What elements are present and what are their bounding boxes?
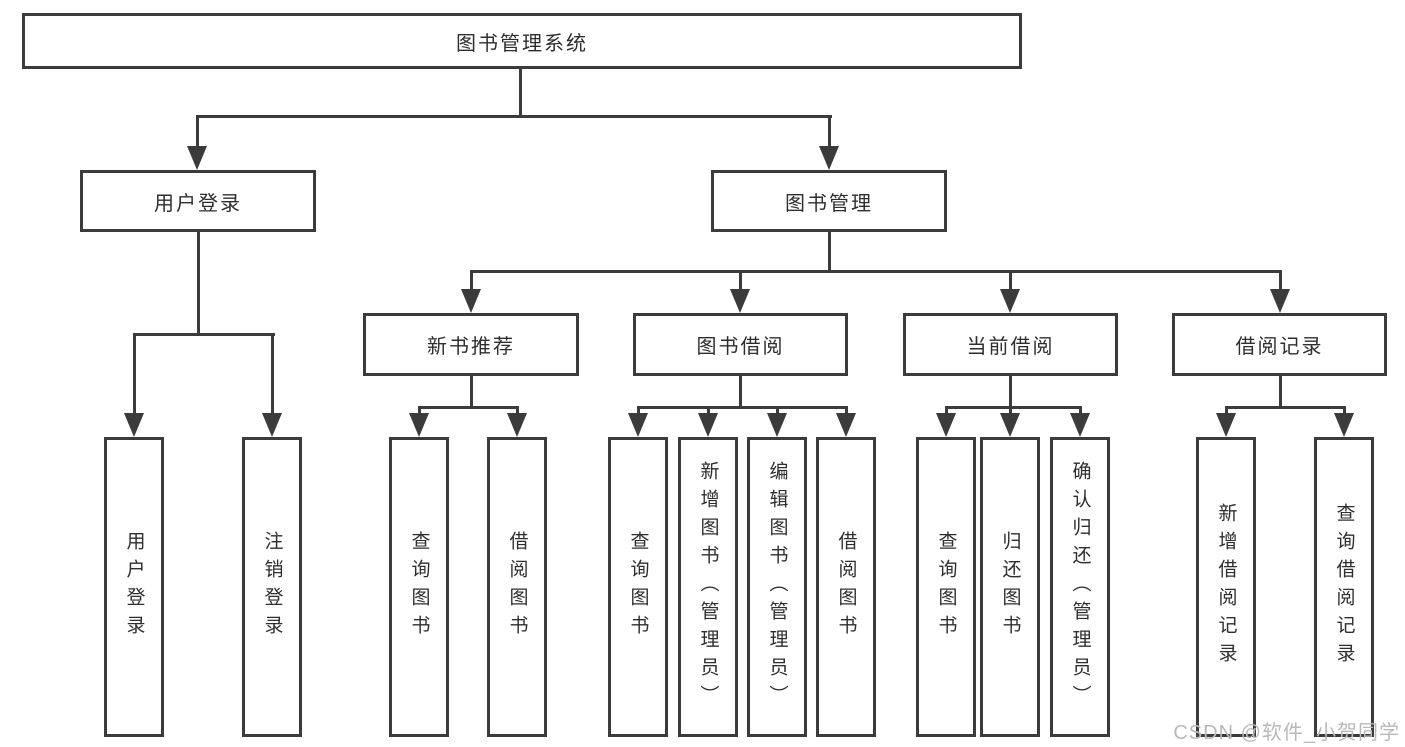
leaf-label: 确认归还（管理员） xyxy=(1069,461,1091,713)
connector-line xyxy=(470,270,1281,273)
leaf-borrow-books: 借阅图书 xyxy=(816,437,876,737)
leaf-label: 查询图书 xyxy=(408,531,430,643)
arrow-down-icon xyxy=(836,413,856,437)
leaf-label: 借阅图书 xyxy=(506,531,528,643)
arrow-down-icon xyxy=(124,413,144,437)
arrow-down-icon xyxy=(461,289,481,313)
connector-line xyxy=(945,406,948,415)
leaf-label: 注销登录 xyxy=(261,531,283,643)
arrow-down-icon xyxy=(819,146,839,170)
connector-line xyxy=(1279,270,1282,290)
leaf-label: 新增借阅记录 xyxy=(1215,503,1237,671)
arrow-down-icon xyxy=(1000,289,1020,313)
connector-line xyxy=(470,270,473,290)
connector-line xyxy=(133,333,136,413)
leaf-logout: 注销登录 xyxy=(242,437,302,737)
connector-line xyxy=(1009,406,1012,415)
connector-line xyxy=(945,406,1081,409)
arrow-down-icon xyxy=(767,413,787,437)
connector-line xyxy=(739,376,742,409)
connector-line xyxy=(776,406,779,415)
node-library-system: 图书管理系统 xyxy=(22,13,1022,69)
leaf-label: 查询图书 xyxy=(935,531,957,643)
leaf-confirm-return-admin: 确认归还（管理员） xyxy=(1050,437,1110,737)
node-user-login: 用户登录 xyxy=(80,170,316,232)
connector-line xyxy=(637,406,847,409)
node-book-management: 图书管理 xyxy=(711,170,947,232)
arrow-down-icon xyxy=(507,413,527,437)
leaf-user-login: 用户登录 xyxy=(104,437,164,737)
csdn-watermark: CSDN @软件_小贺同学 xyxy=(1173,722,1400,744)
leaf-edit-books-admin: 编辑图书（管理员） xyxy=(747,437,807,737)
connector-line xyxy=(516,406,519,415)
connector-line xyxy=(470,376,473,409)
connector-line xyxy=(418,406,519,409)
connector-line xyxy=(1079,406,1082,415)
leaf-label: 借阅图书 xyxy=(835,531,857,643)
connector-line xyxy=(1225,406,1345,409)
connector-line xyxy=(196,115,199,146)
leaf-label: 归还图书 xyxy=(999,531,1021,643)
arrow-down-icon xyxy=(936,413,956,437)
connector-line xyxy=(1009,270,1012,290)
arrow-down-icon xyxy=(1216,413,1236,437)
arrow-down-icon xyxy=(698,413,718,437)
arrow-down-icon xyxy=(409,413,429,437)
leaf-label: 查询图书 xyxy=(627,531,649,643)
connector-line xyxy=(845,406,848,415)
connector-line xyxy=(1343,406,1346,415)
leaf-label: 用户登录 xyxy=(123,531,145,643)
arrow-down-icon xyxy=(730,289,750,313)
connector-line xyxy=(271,333,274,413)
connector-line xyxy=(828,115,831,146)
leaf-label: 新增图书（管理员） xyxy=(697,461,719,713)
node-current-borrow: 当前借阅 xyxy=(903,313,1118,376)
arrow-down-icon xyxy=(1270,289,1290,313)
arrow-down-icon xyxy=(1070,413,1090,437)
node-new-book-recommend: 新书推荐 xyxy=(363,313,579,376)
leaf-add-borrow-record: 新增借阅记录 xyxy=(1196,437,1256,737)
connector-line xyxy=(197,232,200,335)
arrow-down-icon xyxy=(1000,413,1020,437)
arrow-down-icon xyxy=(187,146,207,170)
node-book-borrow: 图书借阅 xyxy=(633,313,848,376)
connector-line xyxy=(1009,376,1012,409)
leaf-add-books-admin: 新增图书（管理员） xyxy=(678,437,738,737)
connector-line xyxy=(637,406,640,415)
connector-line xyxy=(519,69,522,117)
node-borrow-records: 借阅记录 xyxy=(1172,313,1387,376)
connector-line xyxy=(828,232,831,272)
leaf-query-borrow-record: 查询借阅记录 xyxy=(1314,437,1374,737)
connector-line xyxy=(1279,376,1282,409)
leaf-borrow-books-recommend: 借阅图书 xyxy=(487,437,547,737)
leaf-query-books-recommend: 查询图书 xyxy=(389,437,449,737)
connector-line xyxy=(418,406,421,415)
connector-line xyxy=(133,333,275,336)
leaf-return-books: 归还图书 xyxy=(980,437,1040,737)
leaf-query-books-borrow: 查询图书 xyxy=(608,437,668,737)
leaf-label: 编辑图书（管理员） xyxy=(766,461,788,713)
connector-line xyxy=(739,270,742,290)
arrow-down-icon xyxy=(262,413,282,437)
arrow-down-icon xyxy=(1334,413,1354,437)
leaf-query-books-current: 查询图书 xyxy=(916,437,976,737)
connector-line xyxy=(196,115,832,118)
connector-line xyxy=(707,406,710,415)
connector-line xyxy=(1225,406,1228,415)
arrow-down-icon xyxy=(628,413,648,437)
leaf-label: 查询借阅记录 xyxy=(1333,503,1355,671)
